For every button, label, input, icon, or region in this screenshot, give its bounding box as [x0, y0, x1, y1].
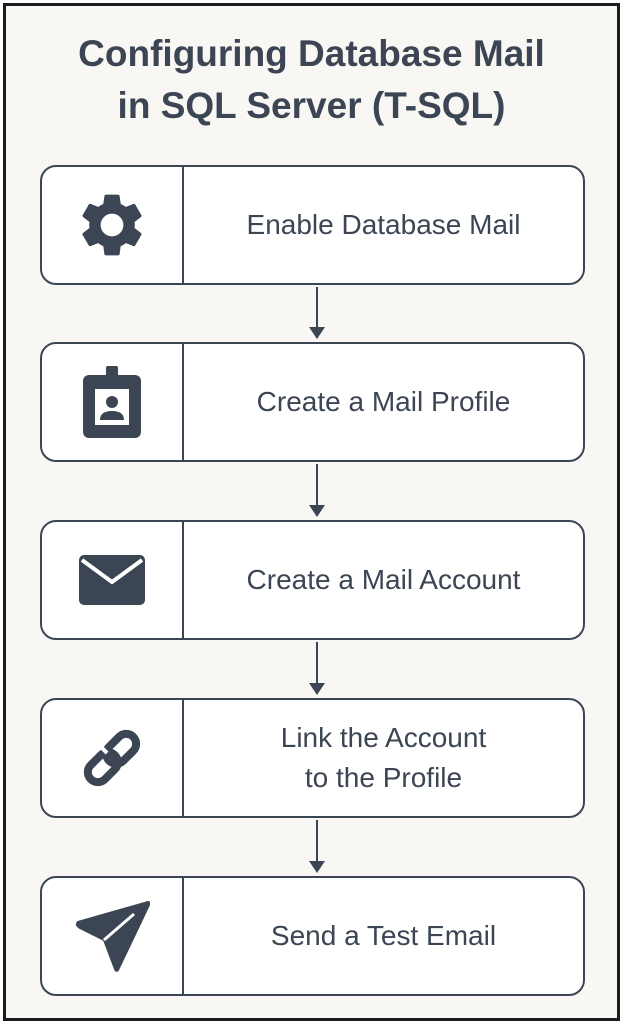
step-label: Link the Account to the Profile [184, 700, 583, 816]
id-badge-icon [81, 364, 143, 440]
step-label: Create a Mail Profile [256, 386, 511, 417]
paper-plane-icon [74, 900, 150, 972]
step-icon-cell [42, 167, 184, 283]
diagram-frame: Configuring Database Mail in SQL Server … [3, 3, 620, 1021]
step-create-mail-account: Create a Mail Account [40, 520, 585, 640]
title-line-2: in SQL Server (T-SQL) [117, 85, 506, 126]
title-line-1: Configuring Database Mail [78, 33, 545, 74]
flow-arrow [309, 287, 325, 339]
flow-arrow [309, 642, 325, 695]
step-label: Create a Mail Account [246, 564, 521, 595]
step-label: Send a Test Email [270, 920, 497, 951]
step-icon-cell [42, 878, 184, 994]
step-link-account-profile: Link the Account to the Profile [40, 698, 585, 818]
diagram-title: Configuring Database Mail in SQL Server … [6, 28, 617, 132]
step-enable-database-mail: Enable Database Mail [40, 165, 585, 285]
gear-icon [74, 187, 150, 263]
envelope-icon [78, 554, 146, 606]
flow-arrow [309, 820, 325, 873]
step-icon-cell [42, 700, 184, 816]
step-send-test-email: Send a Test Email [40, 876, 585, 996]
link-icon [74, 720, 150, 796]
flow-arrow [309, 464, 325, 517]
step-create-mail-profile: Create a Mail Profile [40, 342, 585, 462]
step-label-line-2: to the Profile [304, 762, 463, 793]
step-label-line-1: Link the Account [280, 722, 487, 753]
step-label: Enable Database Mail [246, 209, 521, 240]
step-icon-cell [42, 344, 184, 460]
step-icon-cell [42, 522, 184, 638]
